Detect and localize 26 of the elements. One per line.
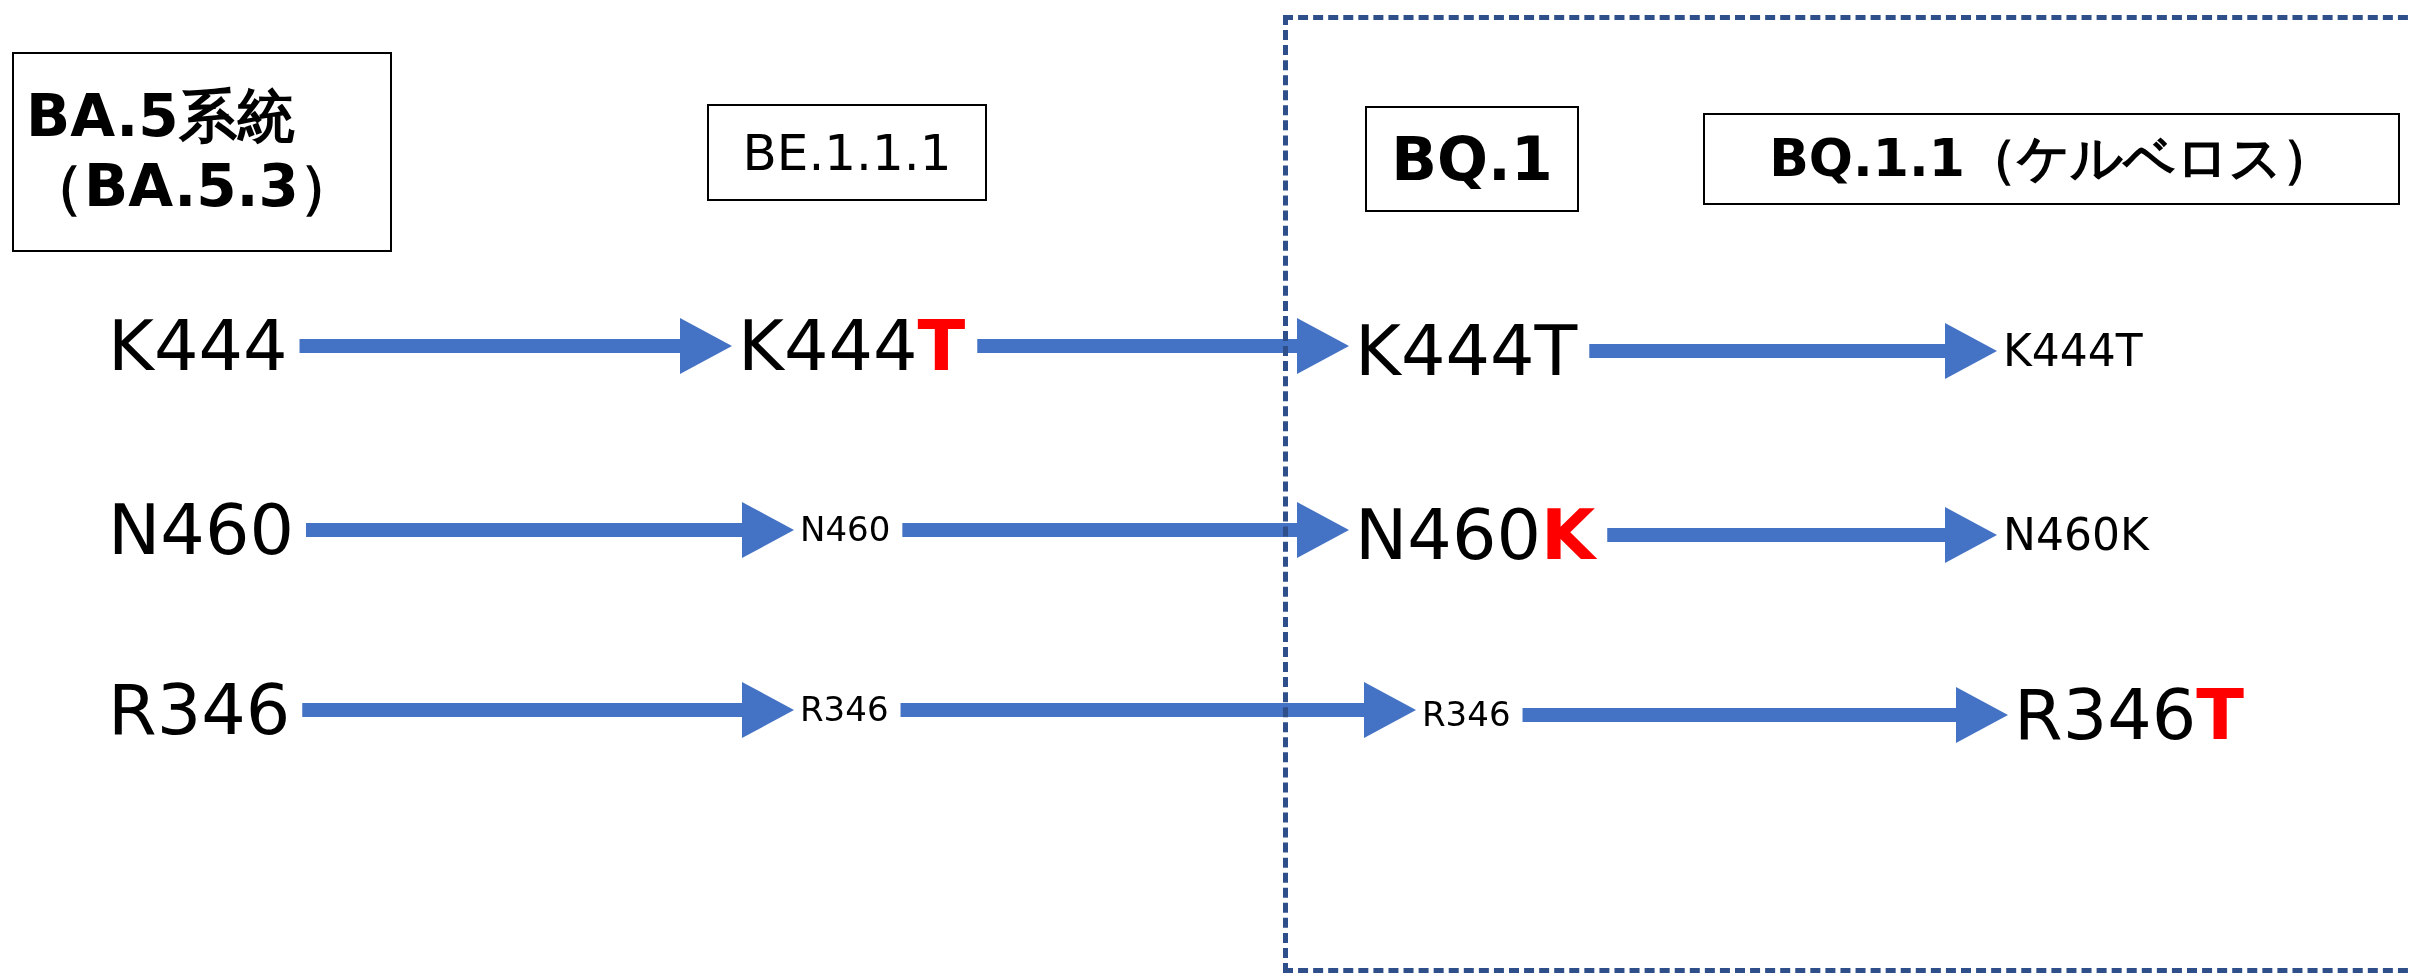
mutation-label: K444T	[2003, 325, 2143, 377]
arrow	[302, 682, 794, 738]
mutation-label: R346	[1422, 695, 1511, 735]
mutation-label: R346T	[2014, 674, 2244, 756]
lineage-box: BE.1.1.1	[707, 104, 987, 201]
group-frame	[1283, 15, 2410, 973]
arrow	[1607, 507, 1997, 563]
arrow	[977, 318, 1349, 374]
arrow	[1522, 687, 2008, 743]
mutation-label: R346	[800, 690, 889, 730]
arrow	[1589, 323, 1997, 379]
lineage-box: BQ.1	[1365, 106, 1579, 212]
mutation-label: N460K	[1355, 494, 1596, 576]
arrow	[902, 502, 1349, 558]
mutation-label: N460	[800, 510, 891, 550]
mutation-label: N460K	[2003, 509, 2149, 561]
lineage-box: BQ.1.1（ケルベロス）	[1703, 113, 2400, 205]
arrow	[306, 502, 794, 558]
mutation-label: K444	[108, 305, 288, 387]
mutation-label: K444T	[738, 305, 966, 387]
mutation-label: R346	[108, 669, 291, 751]
mutation-label: N460	[108, 489, 294, 571]
mutation-label: K444T	[1355, 310, 1578, 392]
arrow	[299, 318, 732, 374]
arrow	[900, 682, 1416, 738]
lineage-box: BA.5系統（BA.5.3）	[12, 52, 392, 252]
